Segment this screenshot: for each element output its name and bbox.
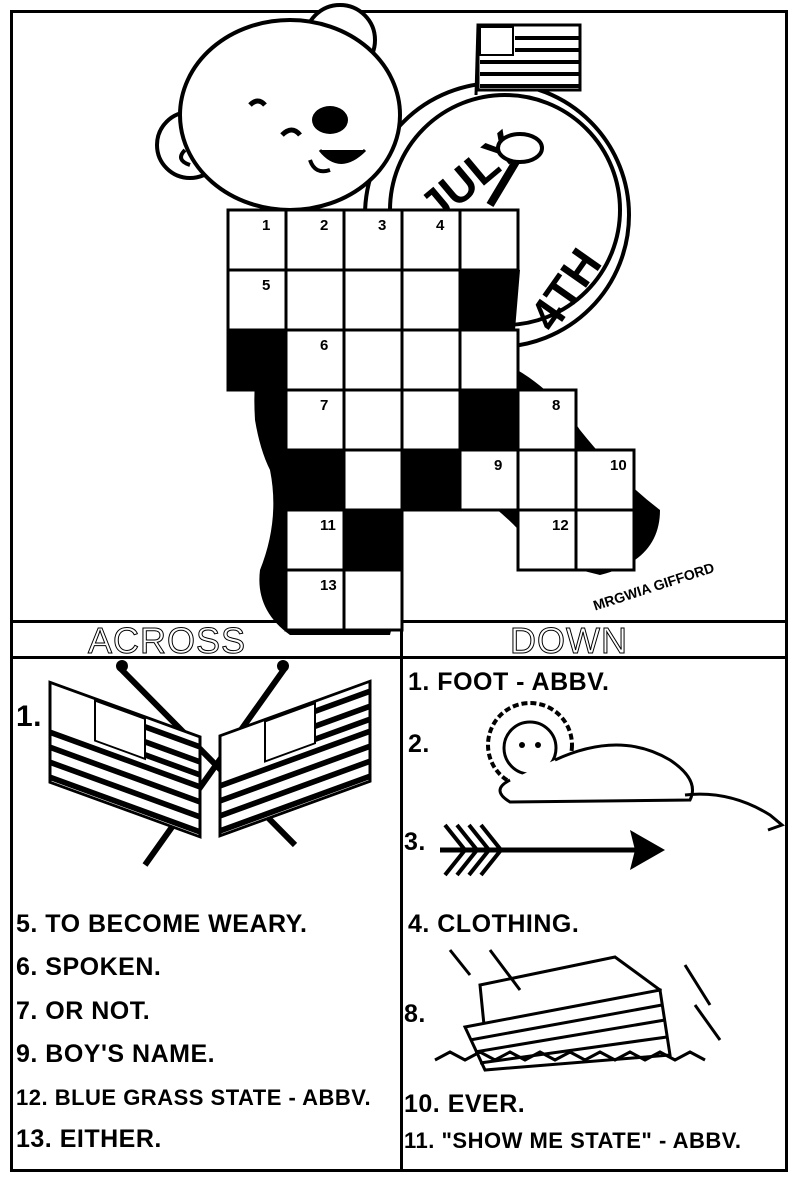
puzzle-frame <box>10 10 788 1172</box>
across-clue-13: 13. EITHER. <box>16 1125 162 1153</box>
grid-cell[interactable] <box>516 388 578 452</box>
grid-cell[interactable] <box>284 328 346 392</box>
bear-head <box>155 3 402 212</box>
black-cell <box>458 388 520 452</box>
grid-cell[interactable] <box>284 268 346 332</box>
grid-cell[interactable] <box>284 208 346 272</box>
cell-number: 3 <box>378 217 386 234</box>
down-clue-8: 8. <box>404 1000 426 1028</box>
grid-cell[interactable] <box>400 268 462 332</box>
grid-cell[interactable] <box>284 388 346 452</box>
grid-cell[interactable] <box>458 448 520 512</box>
cell-number: 7 <box>320 397 328 414</box>
black-cell <box>400 448 462 512</box>
across-clue-1: 1. <box>16 700 43 733</box>
across-clue-9: 9. BOY'S NAME. <box>16 1040 216 1068</box>
down-clue-10: 10. EVER. <box>404 1090 526 1118</box>
across-clue-6: 6. SPOKEN. <box>16 953 162 981</box>
crossed-flags-icon <box>48 660 372 867</box>
grid-cell[interactable] <box>516 448 578 512</box>
cell-number: 13 <box>320 577 337 594</box>
grid-cell[interactable] <box>400 388 462 452</box>
grid-cell[interactable] <box>342 568 404 632</box>
column-divider <box>400 620 403 1172</box>
grid-cell[interactable] <box>342 208 404 272</box>
lion-icon <box>486 701 785 832</box>
grid-cell[interactable] <box>342 448 404 512</box>
grid-cell[interactable] <box>400 208 462 272</box>
cell-number: 4 <box>436 217 445 234</box>
black-cell <box>284 448 346 512</box>
down-header: DOWN <box>510 620 628 662</box>
across-header: ACROSS <box>87 620 247 662</box>
flag-icon <box>474 23 582 96</box>
grid-cell[interactable] <box>458 328 520 392</box>
cell-number: 11 <box>320 517 336 534</box>
grid-cell[interactable] <box>574 508 636 572</box>
arrow-icon <box>440 823 665 877</box>
down-clue-4: 4. CLOTHING. <box>408 910 580 938</box>
cell-number: 12 <box>552 517 569 534</box>
grid-cell[interactable] <box>226 268 288 332</box>
grid-cell[interactable] <box>342 388 404 452</box>
cell-number: 2 <box>320 217 328 234</box>
cell-number: 1 <box>262 217 270 234</box>
down-clue-3: 3. <box>404 828 426 856</box>
across-clue-12: 12. BLUE GRASS STATE - ABBV. <box>16 1085 372 1110</box>
divider <box>10 656 788 659</box>
down-clue-11: 11. "SHOW ME STATE" - ABBV. <box>404 1128 742 1153</box>
across-clue-7: 7. OR NOT. <box>16 997 151 1025</box>
across-clue-5: 5. TO BECOME WEARY. <box>16 910 308 938</box>
ark-icon <box>434 949 722 1072</box>
down-clue-1: 1. FOOT - ABBV. <box>408 668 610 696</box>
grid-cell[interactable] <box>226 208 288 272</box>
grid-cell[interactable] <box>342 268 404 332</box>
cell-number: 5 <box>262 277 270 294</box>
grid-cell[interactable] <box>400 328 462 392</box>
black-cell <box>342 508 404 572</box>
grid-cell[interactable] <box>458 208 520 272</box>
cell-number: 10 <box>610 457 627 474</box>
cell-number: 6 <box>320 337 328 354</box>
down-clue-2: 2. <box>408 730 430 758</box>
cell-number: 8 <box>552 397 560 414</box>
cell-number: 9 <box>494 457 502 474</box>
grid-cell[interactable] <box>342 328 404 392</box>
black-cell <box>226 328 288 392</box>
